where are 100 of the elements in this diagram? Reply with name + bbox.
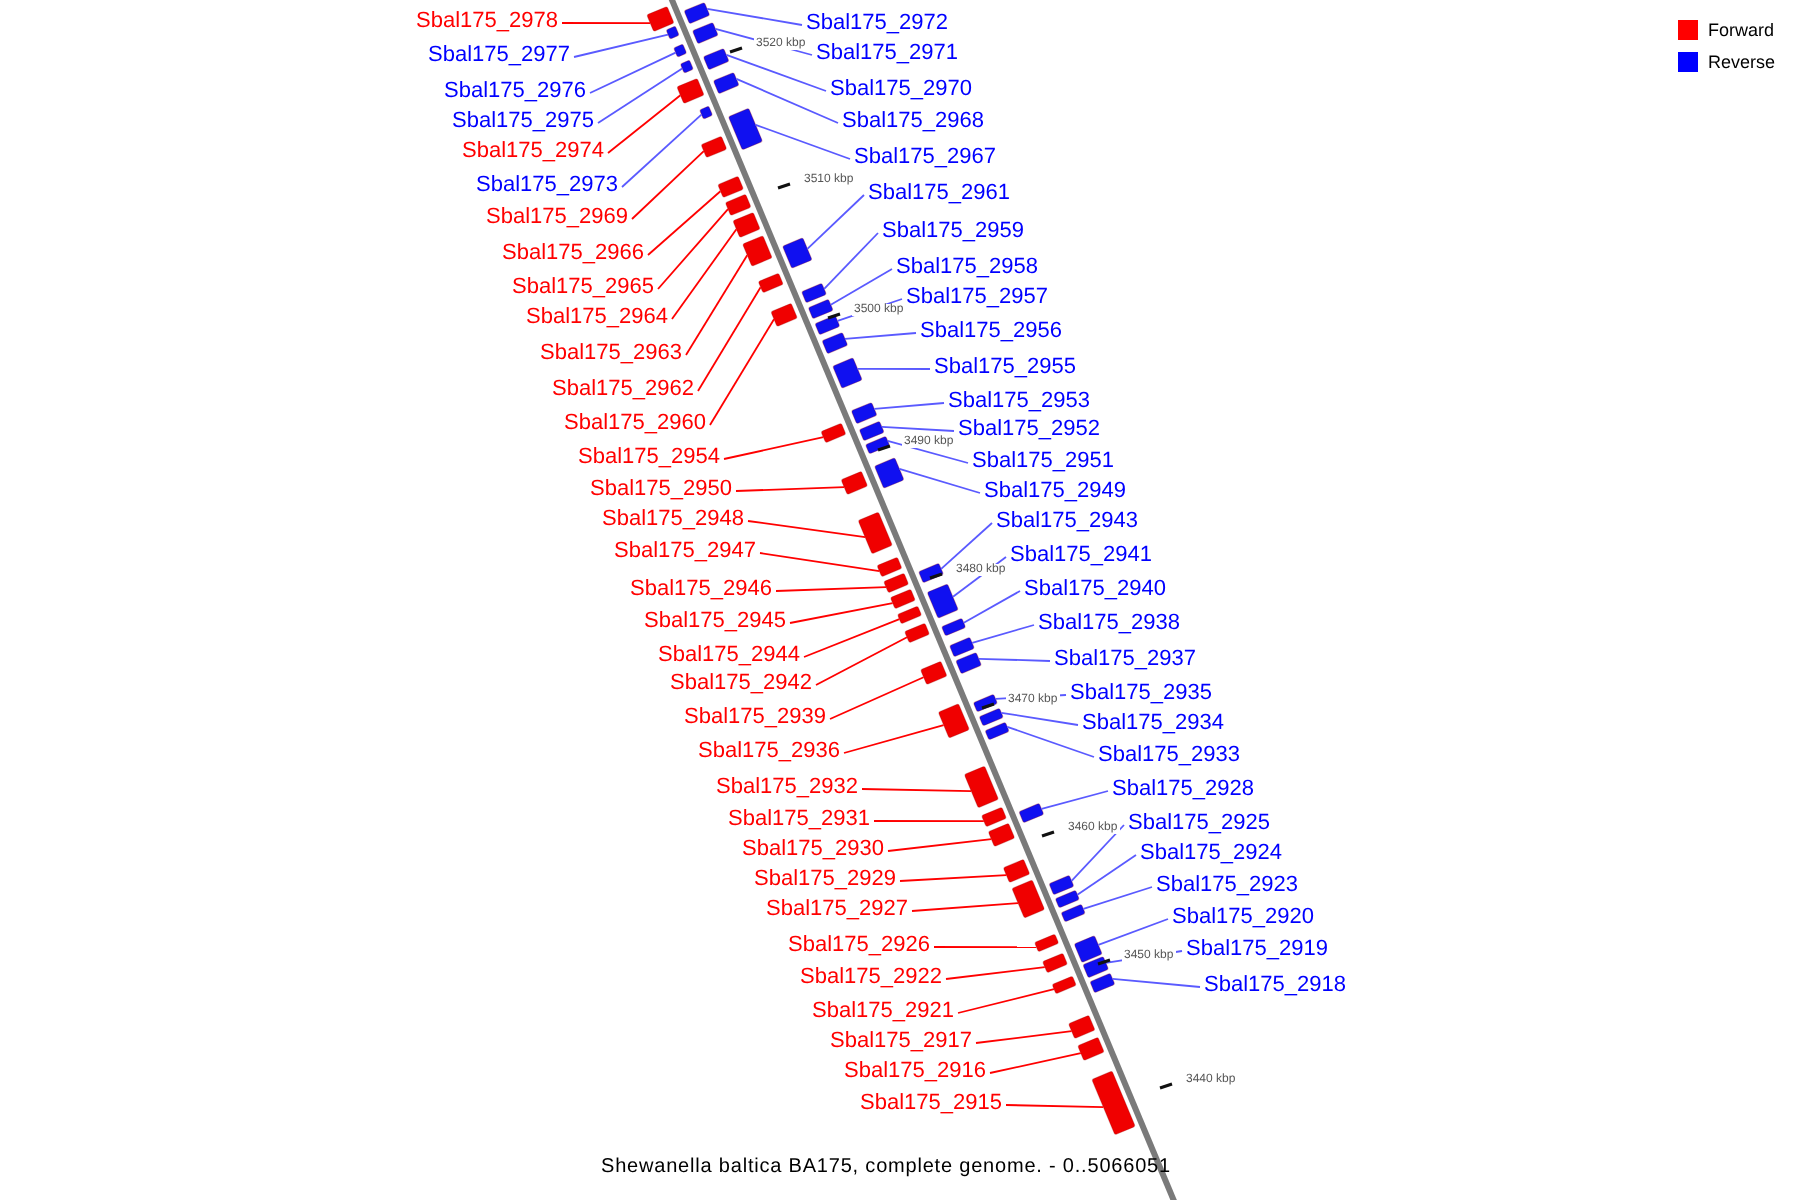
gene-label: Sbal175_2947 <box>614 541 756 563</box>
leader-line <box>631 150 705 220</box>
gene-label: Sbal175_2923 <box>1156 875 1298 897</box>
gene-glyph <box>1073 935 1103 964</box>
leader-line <box>977 657 1051 662</box>
leader-line <box>697 286 762 392</box>
gene-glyph <box>1089 972 1116 994</box>
caption: Shewanella baltica BA175, complete genome. - 0..5066051 <box>601 1158 1171 1178</box>
gene-glyph <box>801 282 827 304</box>
gene-glyph <box>732 211 761 238</box>
gene-glyph <box>941 617 967 637</box>
gene-label: Sbal175_2975 <box>452 111 594 133</box>
gene-label: Sbal175_2952 <box>958 419 1100 441</box>
gene-glyph <box>691 21 719 45</box>
gene-glyph <box>876 556 903 578</box>
gene-label: Sbal175_2938 <box>1038 613 1180 635</box>
gene-label: Sbal175_2977 <box>428 45 570 67</box>
leader-line <box>898 467 981 494</box>
gene-glyph <box>679 59 694 74</box>
leader-line <box>880 425 955 432</box>
gene-glyph <box>1068 1014 1096 1040</box>
gene-glyph <box>676 77 705 104</box>
gene-label: Sbal175_2976 <box>444 81 586 103</box>
gene-label: Sbal175_2969 <box>486 207 628 229</box>
gene-glyph <box>702 47 730 71</box>
leader-line <box>887 838 993 852</box>
gene-glyph <box>1034 933 1060 953</box>
leader-line <box>971 624 1035 644</box>
gene-label: Sbal175_2942 <box>670 673 812 695</box>
leader-line <box>1111 977 1201 988</box>
leader-line <box>607 94 682 154</box>
leader-line <box>873 402 945 410</box>
gene-glyph <box>918 562 944 584</box>
gene-label: Sbal175_2927 <box>766 899 908 921</box>
gene-label: Sbal175_2928 <box>1112 779 1254 801</box>
gene-label: Sbal175_2960 <box>564 413 706 435</box>
leader-line <box>735 486 846 492</box>
gene-label: Sbal175_2918 <box>1204 975 1346 997</box>
leader-line <box>735 77 839 124</box>
gene-label: Sbal175_2951 <box>972 451 1114 473</box>
gene-label: Sbal175_2915 <box>860 1093 1002 1115</box>
leader-line <box>940 522 993 570</box>
leader-line <box>1006 725 1095 758</box>
gene-glyph <box>889 588 916 610</box>
leader-line <box>957 988 1055 1014</box>
gene-glyph <box>858 420 885 442</box>
leader-line <box>1082 886 1153 910</box>
leader-line <box>886 439 969 464</box>
leader-line <box>621 113 703 188</box>
leader-line <box>844 332 917 340</box>
gene-label: Sbal175_2978 <box>416 11 558 33</box>
leader-line <box>829 268 893 306</box>
leader-line <box>754 123 851 160</box>
legend-label: Reverse <box>1708 54 1776 72</box>
gene-label: Sbal175_2920 <box>1172 907 1314 929</box>
gene-glyph <box>770 302 798 328</box>
leader-line <box>1040 790 1109 810</box>
gene-glyph <box>1051 975 1077 995</box>
leader-line <box>815 636 908 686</box>
gene-glyph <box>1042 952 1068 974</box>
leader-line <box>856 367 931 370</box>
gene-glyph <box>646 5 675 32</box>
gene-label: Sbal175_2924 <box>1140 843 1282 865</box>
gene-glyph <box>1054 889 1080 909</box>
gene-label: Sbal175_2937 <box>1054 649 1196 671</box>
gene-glyph <box>724 193 752 217</box>
legend-label: Forward <box>1708 22 1775 40</box>
leader-line <box>725 53 827 92</box>
gene-glyph <box>857 511 893 555</box>
gene-glyph <box>1011 879 1046 919</box>
gene-label: Sbal175_2949 <box>984 481 1126 503</box>
gene-glyph <box>700 135 728 159</box>
leader-line <box>933 946 1038 949</box>
gene-label: Sbal175_2972 <box>806 13 948 35</box>
leader-line <box>989 1052 1082 1074</box>
gene-glyph <box>920 660 948 686</box>
gene-glyph <box>820 422 847 444</box>
gene-label: Sbal175_2948 <box>602 509 744 531</box>
leader-line <box>706 7 803 26</box>
gene-label: Sbal175_2919 <box>1186 939 1328 961</box>
gene-glyph <box>896 605 923 625</box>
leader-line <box>685 254 749 356</box>
leader-line <box>843 724 945 754</box>
gene-glyph <box>904 622 930 644</box>
gene-glyph <box>814 314 841 336</box>
gene-label: Sbal175_2945 <box>644 611 786 633</box>
gene-label: Sbal175_2931 <box>728 809 870 831</box>
leader-line <box>1097 918 1169 946</box>
gene-label: Sbal175_2971 <box>816 43 958 65</box>
gene-label: Sbal175_2926 <box>788 935 930 957</box>
gene-label: Sbal175_2966 <box>502 243 644 265</box>
gene-label: Sbal175_2968 <box>842 111 984 133</box>
gene-label: Sbal175_2970 <box>830 79 972 101</box>
gene-glyph <box>981 806 1007 828</box>
gene-glyph <box>840 470 869 496</box>
leader-line <box>899 874 1008 882</box>
gene-glyph <box>699 105 714 120</box>
leader-line <box>709 318 775 426</box>
gene-glyph <box>673 43 688 58</box>
gene-label: Sbal175_2941 <box>1010 545 1152 567</box>
